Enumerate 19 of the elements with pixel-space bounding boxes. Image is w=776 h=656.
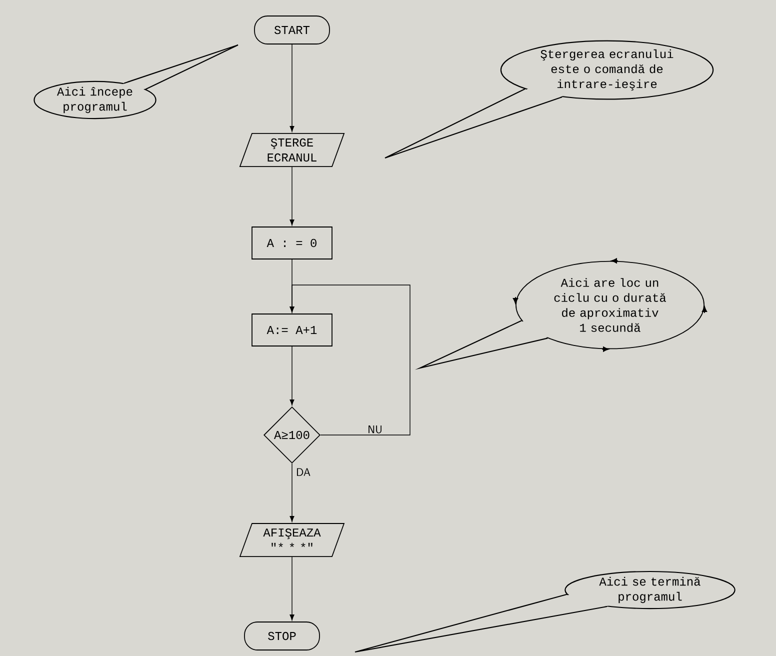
terminal-box: STOP — [244, 622, 320, 650]
arrow — [290, 346, 294, 406]
node-label: Aici începe programul — [56, 86, 132, 114]
node-label: Aici se termină programul — [599, 576, 700, 604]
arrow — [290, 166, 294, 226]
process-box: A : = 0 — [252, 226, 332, 260]
terminal-box: START — [254, 16, 330, 44]
speech-bubble: Ştergerea ecranului este o comandă de intrare-ieşire — [384, 40, 714, 159]
speech-bubble: Aici se termină programul — [354, 570, 736, 653]
arrow — [290, 44, 294, 132]
edge-label: DA — [295, 467, 312, 477]
arrow — [290, 556, 294, 620]
arrow — [290, 284, 410, 436]
speech-bubble: Aici are loc un ciclu cu o durată de aproximativ 1 secundă — [414, 258, 708, 370]
edge-label: NU — [366, 424, 384, 434]
arrow — [290, 463, 294, 522]
speech-bubble: Aici începe programul — [34, 44, 239, 120]
node-label: Ştergerea ecranului este o comandă de intrare-ieşire — [540, 49, 674, 91]
process-box: A:= A+1 — [252, 314, 332, 346]
